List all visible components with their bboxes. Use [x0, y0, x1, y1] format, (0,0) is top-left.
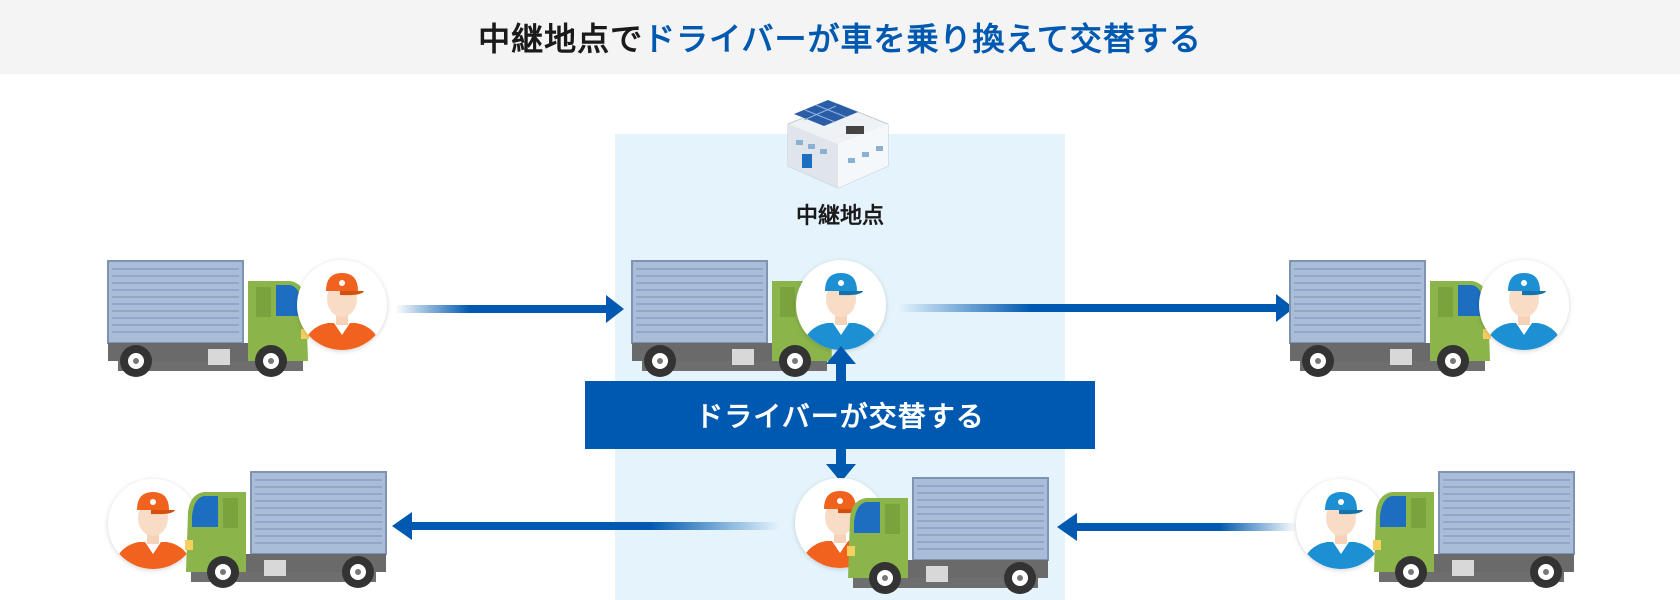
- title-part-swap: ドライバーが車を乗り換えて交替する: [643, 20, 1202, 58]
- truck-icon: [185, 472, 386, 588]
- driver-swap-label: ドライバーが交替する: [695, 400, 985, 433]
- relay-point-label: 中継地点: [795, 204, 884, 229]
- truck-icon: [1289, 260, 1492, 378]
- title-part-relay: 中継地点で: [478, 20, 644, 58]
- driver-blue-icon: [1479, 260, 1569, 351]
- driver-blue-icon: [1296, 479, 1386, 570]
- truck-icon: [847, 478, 1048, 594]
- page-title: 中継地点でドライバーが車を乗り換えて交替する: [478, 14, 1202, 60]
- arrow-up-icon: [826, 346, 856, 384]
- driver-swap-banner: ドライバーが交替する: [585, 381, 1095, 449]
- arrow-right-icon: [898, 294, 1294, 322]
- header: 中継地点でドライバーが車を乗り換えて交替する: [0, 0, 1680, 74]
- truck-icon: [1373, 472, 1574, 588]
- driver-orange-icon: [108, 479, 198, 570]
- arrow-left-icon: [392, 512, 780, 540]
- arrow-right-icon: [395, 295, 624, 323]
- truck-icon: [107, 260, 310, 378]
- relay-building-icon: [787, 100, 889, 189]
- driver-orange-icon: [297, 260, 387, 351]
- arrow-down-icon: [826, 446, 856, 482]
- arrow-left-icon: [1057, 513, 1297, 541]
